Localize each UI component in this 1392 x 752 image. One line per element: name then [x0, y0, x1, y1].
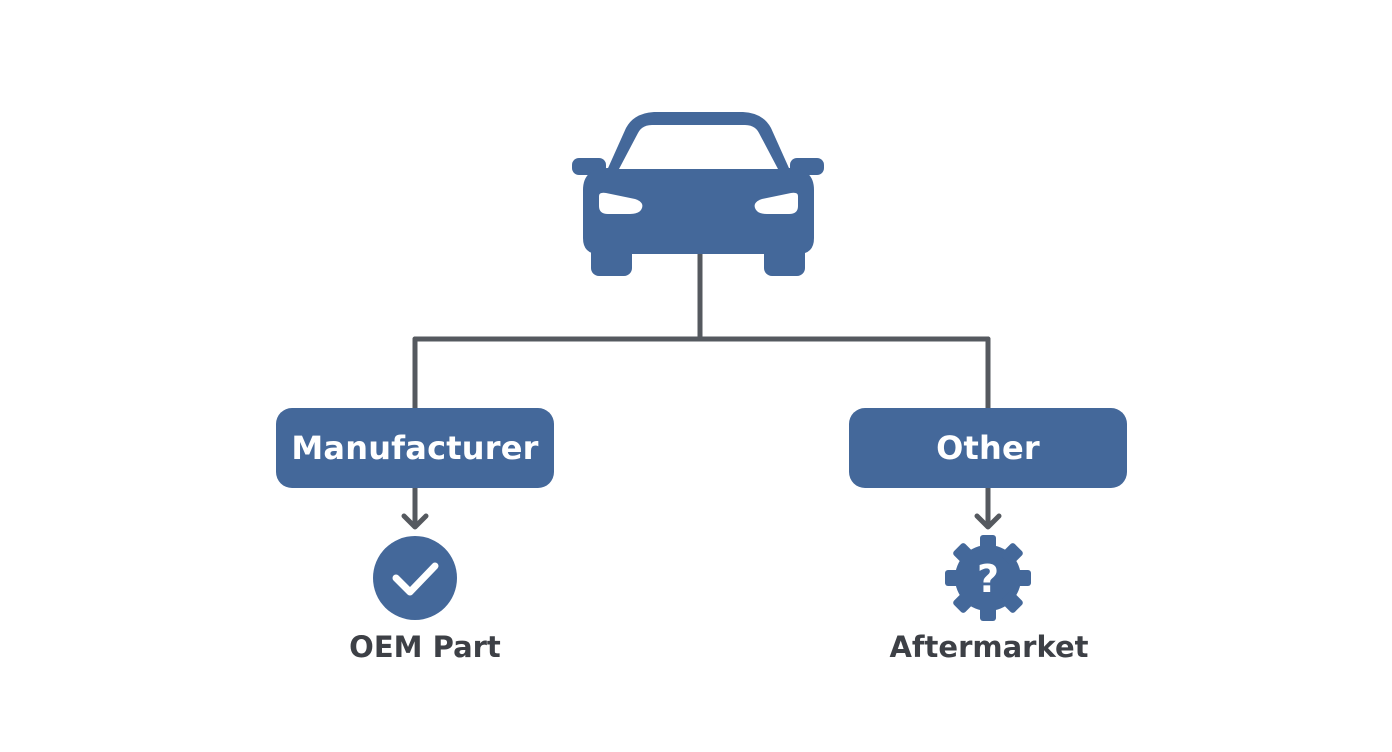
- other-node: Other: [849, 408, 1127, 488]
- car-icon: [572, 112, 824, 276]
- manufacturer-node: Manufacturer: [276, 408, 554, 488]
- connector-lines: [401, 249, 1002, 530]
- question-gear-icon: ?: [945, 535, 1031, 621]
- oem-part-label: OEM Part: [349, 630, 501, 664]
- svg-text:?: ?: [977, 557, 999, 601]
- checkmark-circle-icon: [373, 536, 457, 620]
- arrow-left-head: [401, 513, 429, 530]
- aftermarket-label: Aftermarket: [889, 630, 1089, 664]
- arrow-right-head: [974, 513, 1002, 530]
